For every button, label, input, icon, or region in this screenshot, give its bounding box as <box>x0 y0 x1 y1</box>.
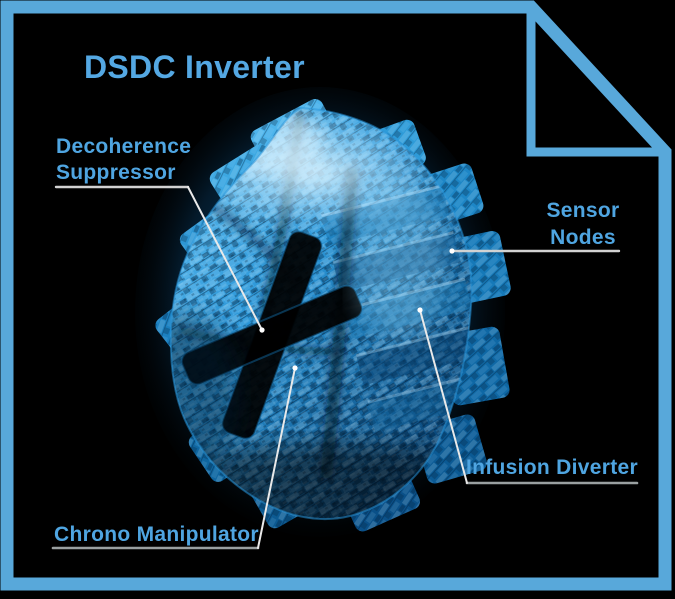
callout-decoherence-suppressor: Decoherence Suppressor <box>56 134 191 186</box>
callout-chrono-manipulator: Chrono Manipulator <box>54 523 259 546</box>
callout-sensor-line1: Sensor <box>546 199 620 222</box>
decoherence-leader-line <box>187 186 263 331</box>
chrono-endpoint-dot <box>292 365 298 371</box>
object-rim <box>169 106 473 521</box>
chrono-leader-line <box>257 367 296 549</box>
decoherence-endpoint-dot <box>259 327 265 333</box>
infusion-leader-line <box>419 309 468 484</box>
page-title: DSDC Inverter <box>84 49 305 85</box>
callout-sensor-line2: Nodes <box>550 226 616 249</box>
callout-decoherence-line1: Decoherence <box>56 135 192 158</box>
callout-decoherence-line2: Suppressor <box>56 161 176 184</box>
infusion-endpoint-dot <box>417 307 423 313</box>
folded-corner-icon <box>526 7 665 157</box>
sensor-endpoint-dot <box>449 248 455 254</box>
callout-sensor-nodes: Sensor Nodes <box>505 197 661 251</box>
callout-infusion-diverter: Infusion Diverter <box>466 456 638 479</box>
